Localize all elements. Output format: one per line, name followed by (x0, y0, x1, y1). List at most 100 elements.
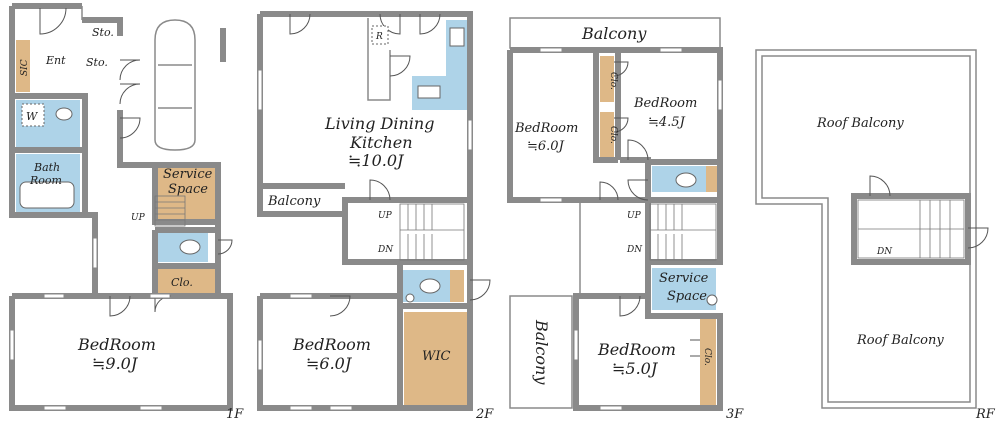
toilet-2f-door (469, 279, 491, 301)
storage-label: Sto. (86, 56, 108, 69)
washer-icon (21, 103, 45, 127)
toilet-3f-door (627, 179, 649, 201)
floor-label-3f: 3F (726, 407, 744, 422)
floor-label-1f: 1F (226, 407, 244, 422)
closet-3f-a-area (600, 56, 614, 102)
bedroom-2f-label: BedRoom (292, 335, 371, 354)
washroom-label: W (26, 110, 39, 123)
bathroom-label-1: Bath (33, 161, 60, 174)
stairs-rf (857, 199, 965, 259)
bedroom-3f-c-label: BedRoom (597, 340, 676, 359)
bedroom-3f-b-label: BedRoom (633, 96, 697, 111)
handbasin-2f-icon (405, 293, 415, 303)
ldk-window-door-3 (419, 13, 441, 35)
service-space-3f-label-1: Service (659, 271, 709, 286)
fridge-label: R (375, 32, 383, 42)
entrance-door (39, 7, 67, 35)
floor-1f: Sto. Ent Sto. SIC W Bath Room Service Sp… (9, 3, 244, 422)
sink-3f-icon (706, 294, 718, 306)
stairs-1f (154, 195, 186, 227)
closet-1f-label: Clo. (171, 276, 193, 289)
toilet-3f-storage (706, 166, 718, 192)
bedroom-3f-b-door (627, 139, 649, 161)
wall-3f-bedroom (573, 262, 723, 411)
bedroom-2f-size: ≒6.0J (306, 354, 353, 373)
service-space-1f-area (158, 168, 216, 220)
wall-2f-core (397, 200, 473, 411)
stairs-up-3f-label: UP (627, 211, 642, 221)
balcony-2f-label: Balcony (267, 194, 321, 209)
wall-3f-stair (645, 200, 723, 265)
rooftop-door (869, 175, 891, 197)
closet-c-door (690, 339, 700, 357)
floor-rf: Roof Balcony DN Roof Balcony RF (755, 49, 996, 422)
fridge-alcove (367, 18, 391, 101)
bedroom-1f-label: BedRoom (77, 335, 156, 354)
stairs-2f (399, 203, 465, 261)
sic-label: SIC (20, 59, 30, 76)
closet-3f-b-label: Clo. (608, 126, 618, 144)
stairs-3f (649, 203, 717, 261)
wic-area (404, 312, 470, 406)
balcony-3f-side-label: Balcony (532, 319, 551, 385)
roof-balcony-bottom-label: Roof Balcony (856, 333, 944, 348)
service-space-1f-label-1: Service (163, 167, 213, 182)
floor-label-rf: RF (975, 407, 996, 422)
toilet-1f-door (217, 239, 233, 255)
floor-2f: R Living Dining Kitchen ≒10.0J Balcony U… (257, 11, 494, 422)
wic-label: WIC (422, 349, 450, 364)
bedroom-3f-c-door (619, 295, 641, 317)
wall-1f-wet (12, 93, 88, 218)
bathroom-label-2: Room (29, 174, 62, 187)
balcony-3f-side (509, 295, 573, 409)
toilet-3f-icon (675, 172, 697, 188)
storage-door (119, 59, 141, 81)
balcony-3f-top-label: Balcony (581, 24, 647, 43)
wall-3f-closets (593, 50, 621, 163)
storage-top-label: Sto. (92, 26, 114, 39)
bedroom-3f-a-door (599, 181, 619, 201)
floor-label-2f: 2F (475, 407, 494, 422)
ldk-window-door (289, 13, 311, 35)
fridge-icon (371, 25, 389, 45)
storage-door-2 (119, 83, 141, 105)
wall-2f-balcony (257, 186, 345, 217)
ldk-door (369, 179, 391, 201)
stairs-dn-3f-label: DN (626, 245, 643, 255)
closet-3f-a-label: Clo. (608, 72, 618, 90)
bedroom-3f-c-size: ≒5.0J (612, 359, 659, 378)
bathtub-icon (19, 181, 75, 209)
service-space-3f-label-2: Space (667, 289, 707, 304)
roof-inner-outline (761, 55, 971, 403)
closet-3f-c-area (700, 318, 716, 406)
roof-balcony-top-label: Roof Balcony (816, 116, 904, 131)
entrance-label: Ent (45, 54, 66, 67)
wall-1f-top (12, 3, 123, 36)
sic-area (16, 40, 30, 92)
pantry-door (389, 55, 411, 77)
bedroom-3f-b-size: ≒4.5J (648, 115, 686, 130)
service-space-1f-label-2: Space (168, 182, 208, 197)
closet-3f-c-label: Clo. (702, 348, 712, 366)
toilet-icon (179, 239, 201, 255)
toilet-2f-icon (419, 278, 441, 294)
ldk-label-1: Living Dining (324, 114, 434, 133)
closet-3f-b-area (600, 112, 614, 160)
closet-1f-area (158, 268, 216, 294)
floor-3f: Balcony BedRoom ≒6.0J Clo. Clo. BedRoom … (507, 17, 744, 422)
bedroom-3f-a-label: BedRoom (514, 121, 578, 136)
car-icon (154, 19, 196, 151)
stairs-dn-rf-label: DN (876, 247, 893, 257)
stairs-up-1f-label: UP (131, 213, 146, 223)
hall-door (119, 117, 141, 139)
toilet-2f-storage (450, 270, 464, 302)
ldk-size: ≒10.0J (348, 151, 405, 170)
closet-b-door (613, 117, 629, 133)
service-space-3f-area (652, 268, 716, 310)
bedroom-1f-door (109, 295, 131, 317)
bedroom-2f-door (329, 295, 351, 317)
bedroom-3f-a-size: ≒6.0J (527, 139, 565, 154)
ldk-label-2: Kitchen (349, 133, 413, 152)
stove-icon (449, 27, 465, 47)
